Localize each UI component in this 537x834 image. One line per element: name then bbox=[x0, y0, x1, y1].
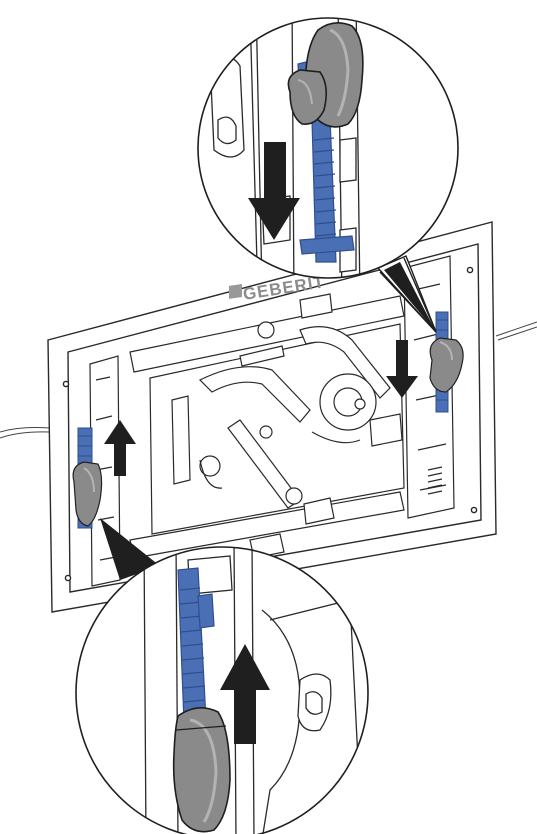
detail-circle-top bbox=[197, 17, 459, 279]
arrow-down-icon bbox=[248, 142, 300, 240]
callout-connector-top bbox=[376, 255, 437, 333]
callout-connector-bottom bbox=[100, 518, 160, 580]
blue-strip-bottom bbox=[177, 567, 215, 723]
knob-top bbox=[287, 22, 364, 128]
right-lever bbox=[429, 311, 464, 413]
arrow-up-icon bbox=[220, 644, 270, 744]
left-lever bbox=[72, 427, 103, 529]
arrow-down-icon bbox=[386, 340, 418, 398]
arrow-up-icon bbox=[104, 420, 136, 476]
detail-circle-bottom bbox=[75, 546, 369, 834]
flush-mechanism bbox=[89, 255, 455, 587]
knob-bottom bbox=[172, 707, 231, 833]
